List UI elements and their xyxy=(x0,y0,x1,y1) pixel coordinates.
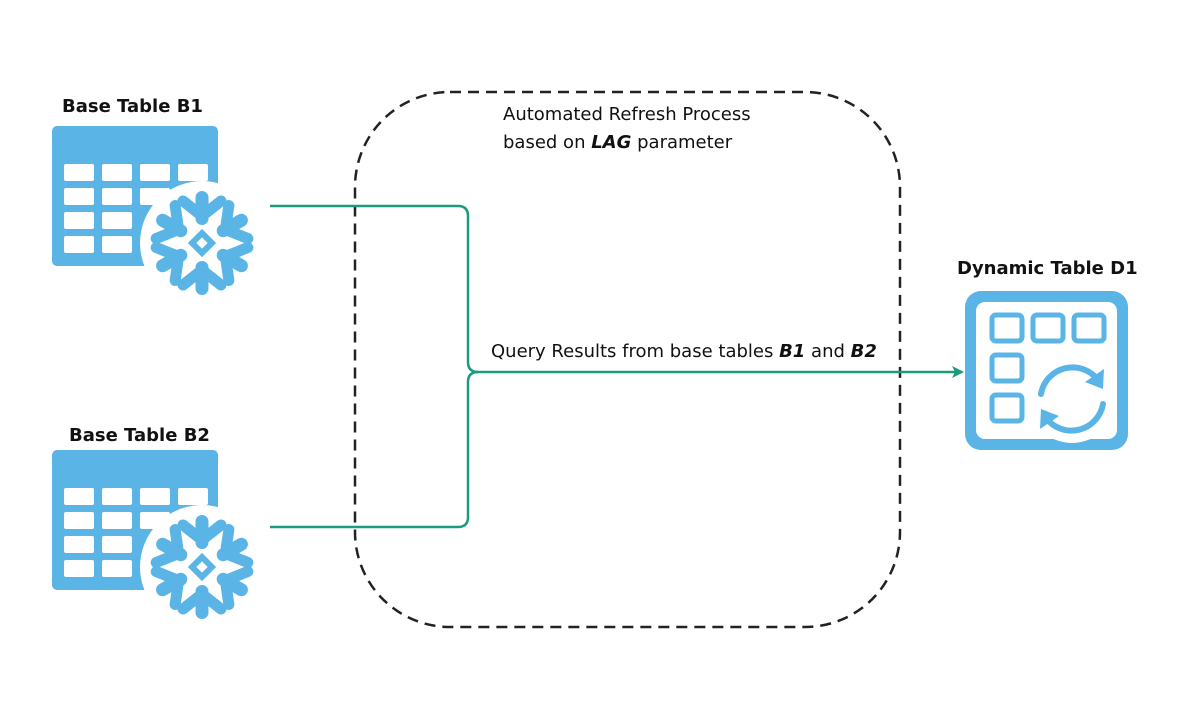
snowflake-table-icon xyxy=(52,450,264,629)
process-label-line2: based on LAG parameter xyxy=(503,132,733,153)
snowflake-table-icon xyxy=(52,126,264,305)
connector-b1 xyxy=(270,204,479,374)
refresh-process-boundary xyxy=(353,90,902,629)
base-table-b1-label: Base Table B1 xyxy=(62,96,203,117)
connector-b2 xyxy=(270,370,479,529)
dynamic-table-refresh-icon xyxy=(965,291,1128,450)
base-table-b2-label: Base Table B2 xyxy=(69,425,210,446)
flow-label: Query Results from base tables B1 and B2 xyxy=(491,341,877,362)
dynamic-table-label: Dynamic Table D1 xyxy=(957,258,1138,279)
process-label-line1: Automated Refresh Process xyxy=(503,104,751,125)
